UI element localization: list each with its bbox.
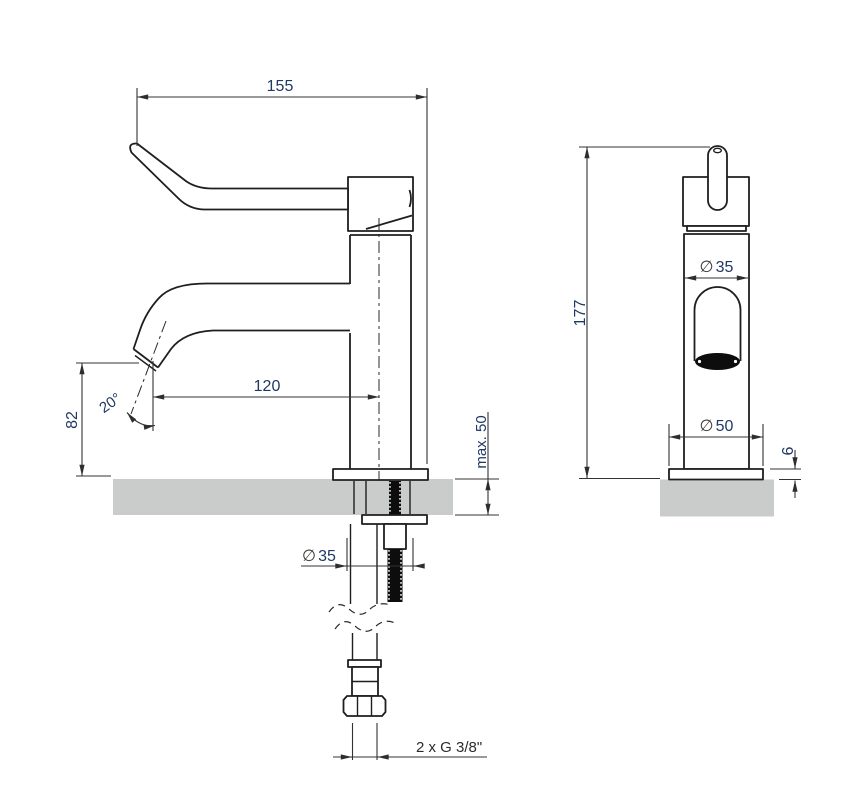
front-view-faucet xyxy=(668,145,764,481)
aerator-highlight-left xyxy=(697,359,702,364)
dim-120: 120 xyxy=(152,361,379,431)
dim-dia-35-side: ∅35 xyxy=(301,538,425,571)
spout-side xyxy=(132,282,350,372)
hose-collar xyxy=(347,659,382,668)
diameter-value: 50 xyxy=(716,418,734,435)
threaded-rod-upper xyxy=(389,481,401,515)
dim-connection: 2 x G 3/8" xyxy=(333,723,487,760)
dim-dia-35-side-label: ∅35 xyxy=(302,548,336,565)
diameter-symbol: ∅ xyxy=(302,548,316,565)
dim-dia-35-front-label: ∅35 xyxy=(700,259,734,276)
spout-mouth xyxy=(132,348,159,369)
front-spout-window xyxy=(693,286,742,361)
dim-6: 6 xyxy=(770,446,801,498)
cartridge-housing-side xyxy=(347,176,414,232)
lever-pin xyxy=(713,147,723,154)
side-view-faucet xyxy=(129,142,429,481)
mounting-washer xyxy=(361,514,428,525)
front-base-flange xyxy=(668,468,764,481)
diameter-symbol: ∅ xyxy=(700,418,714,435)
dim-dia-50: ∅50 xyxy=(668,418,764,466)
diameter-symbol: ∅ xyxy=(700,259,714,276)
dim-155: 155 xyxy=(136,78,428,464)
diameter-value: 35 xyxy=(716,259,734,276)
shank xyxy=(383,523,407,550)
front-view: 177 ∅35 ∅50 6 xyxy=(572,145,801,517)
break-symbol xyxy=(328,603,396,632)
dim-120-label: 120 xyxy=(254,378,281,395)
front-lever-handle xyxy=(707,145,728,211)
dim-82: 82 xyxy=(64,362,139,477)
dim-angle-20: 20° xyxy=(96,390,156,430)
counter-slab-side xyxy=(113,479,453,515)
counter-slab-front xyxy=(660,479,774,517)
dim-177-label: 177 xyxy=(572,300,589,327)
dim-6-label: 6 xyxy=(780,446,797,455)
dim-angle-label: 20° xyxy=(96,390,124,417)
supply-hose-and-shank xyxy=(328,481,428,717)
dim-dia-50-label: ∅50 xyxy=(700,418,734,435)
front-neck-ring xyxy=(686,225,747,232)
dim-connection-label: 2 x G 3/8" xyxy=(416,739,482,756)
threaded-rod xyxy=(387,549,403,602)
dim-155-label: 155 xyxy=(267,78,294,95)
dim-dia-35-front: ∅35 xyxy=(685,259,748,281)
lever-handle-side xyxy=(129,142,349,211)
outlet-axis-line xyxy=(130,320,167,415)
aerator xyxy=(695,353,740,370)
dim-177: 177 xyxy=(572,146,710,480)
side-view: 155 120 82 20° max. 50 xyxy=(64,78,499,760)
housing-edge-arc xyxy=(408,189,412,208)
mounting-flange-side xyxy=(332,468,429,481)
hex-nut xyxy=(342,695,387,717)
dim-max-50: max. 50 xyxy=(455,412,499,516)
dim-82-label: 82 xyxy=(64,411,81,429)
dim-max-50-label: max. 50 xyxy=(473,415,490,468)
aerator-highlight-right xyxy=(733,359,738,364)
diameter-value: 35 xyxy=(318,548,336,565)
